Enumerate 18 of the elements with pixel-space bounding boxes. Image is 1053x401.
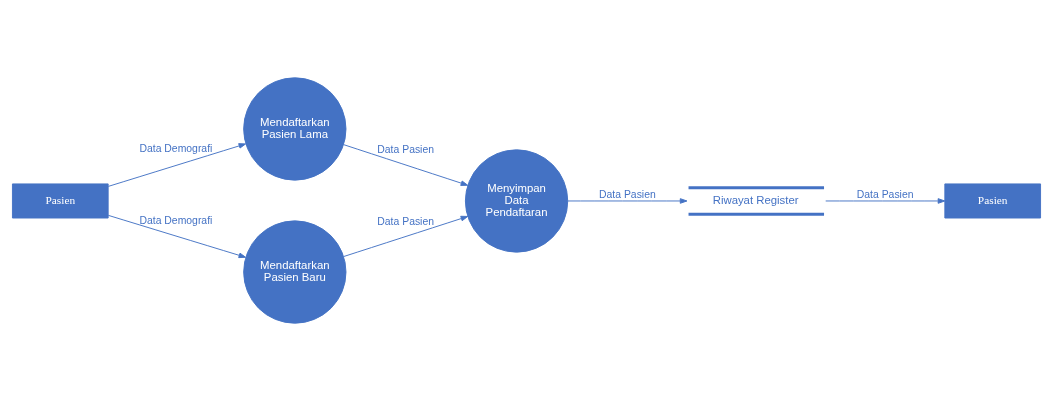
node-circle: Menyimpan Data Pendaftaran	[464, 149, 569, 253]
edge-label: Data Demografi	[139, 214, 213, 226]
node-circle: Mendaftarkan Pasien Lama	[243, 77, 347, 181]
arrow	[343, 144, 469, 186]
arrow	[567, 198, 688, 204]
arrow	[343, 215, 469, 257]
edge-label: Data Demografi	[139, 142, 213, 154]
edge-label: Data Pasien	[599, 188, 656, 200]
node-text: Riwayat Register	[712, 194, 799, 207]
node-box: Pasien	[11, 183, 109, 219]
arrow	[107, 214, 247, 259]
edge-label: Data Pasien	[377, 216, 435, 228]
edge-label: Data Pasien	[377, 144, 435, 156]
edge-label: Data Pasien	[856, 188, 914, 200]
node-circle: Mendaftarkan Pasien Baru	[243, 220, 347, 324]
arrow	[825, 198, 946, 204]
arrow	[107, 143, 247, 187]
node-box: Pasien	[944, 183, 1042, 219]
